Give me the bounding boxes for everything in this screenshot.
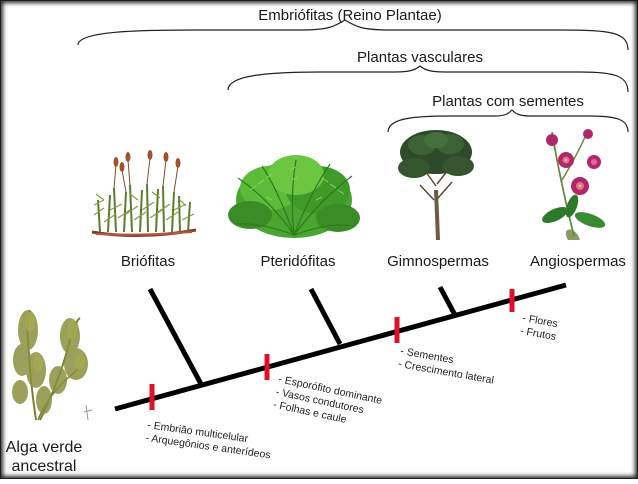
branch-gymnosperms: [437, 285, 458, 317]
traits-node3: - Sementes - Crescimento lateral: [397, 345, 494, 386]
main-trunk-branch: [114, 282, 567, 412]
label-vascular: Plantas vasculares: [357, 49, 483, 66]
ancestor-label-line2: ancestral: [12, 458, 77, 475]
bracket-seed: Plantas com sementes: [387, 93, 629, 133]
conifer-illustration: [398, 130, 474, 240]
label-seed: Plantas com sementes: [432, 93, 584, 110]
traits-node4: - Flores - Frutos: [519, 312, 558, 343]
cladogram-tree: [114, 282, 567, 412]
fern-illustration: [228, 155, 360, 238]
taxon-label-bryophytes: Briófitas: [121, 253, 175, 270]
traits-node2: - Esporófito dominante - Vasos condutore…: [272, 373, 383, 426]
branch-pteridophytes: [308, 287, 343, 346]
bracket-embryophytes: Embriófitas (Reino Plantae): [77, 7, 629, 51]
green-alga-illustration: [12, 309, 93, 421]
label-embryophytes: Embriófitas (Reino Plantae): [258, 7, 441, 24]
moss-illustration: [91, 150, 197, 238]
traits-node1: - Embrião multicelular - Arquegônios e a…: [145, 419, 272, 461]
ancestor-label-line1: Alga verde: [6, 439, 83, 456]
bracket-vascular: Plantas vasculares: [227, 49, 629, 93]
taxon-label-angiosperms: Angiospermas: [530, 253, 626, 270]
taxon-label-gymnosperms: Gimnospermas: [387, 253, 489, 270]
orchid-illustration: [542, 129, 606, 240]
branch-bryophytes: [147, 287, 204, 386]
taxon-label-pteridophytes: Pteridófitas: [260, 253, 335, 270]
